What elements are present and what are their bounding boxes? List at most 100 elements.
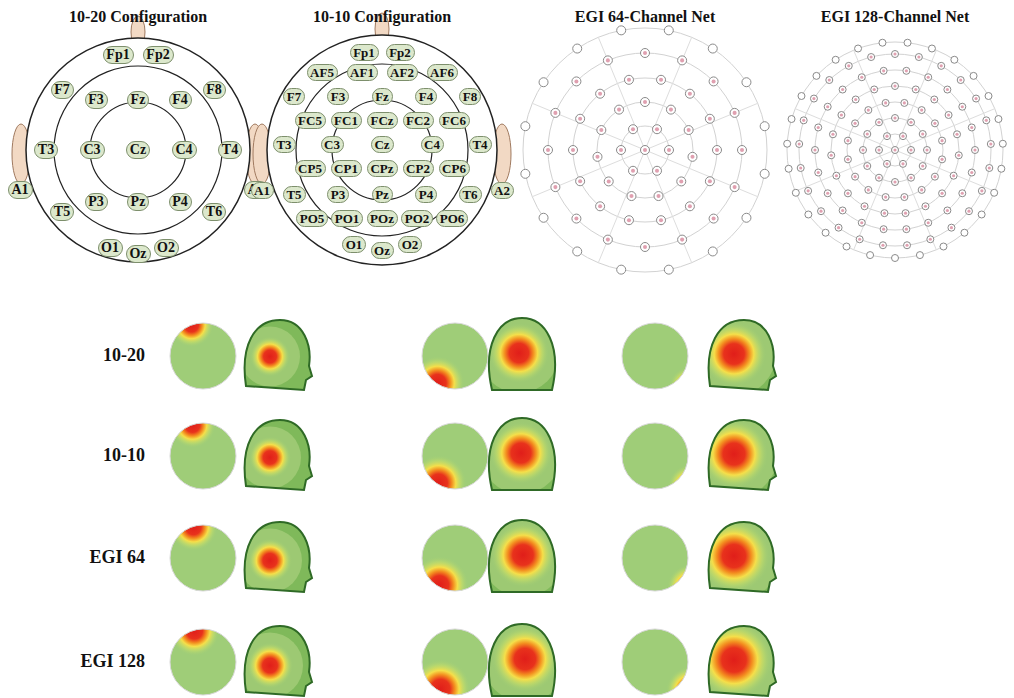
electrode: T6	[459, 186, 482, 203]
net-electrode	[918, 186, 925, 193]
net-electrode	[901, 194, 908, 201]
net-electrode	[665, 146, 674, 155]
halo	[237, 633, 303, 698]
heat-blob	[247, 643, 293, 689]
net-electrode	[892, 51, 899, 58]
net-electrode-core	[659, 218, 663, 222]
net-electrode	[521, 169, 530, 178]
net-electrode	[624, 216, 633, 225]
net-electrode	[629, 125, 638, 134]
map-rim	[422, 323, 488, 389]
electrode: C3	[80, 141, 105, 159]
net-electrode	[879, 39, 886, 46]
net-guide	[815, 70, 975, 230]
map-rim	[170, 525, 236, 591]
electrode: T3	[34, 141, 58, 159]
net-electrode-core	[970, 171, 973, 174]
electrode: A1	[8, 181, 33, 199]
electrode-label: T5	[286, 188, 301, 201]
net-electrode	[919, 131, 926, 138]
net-electrode-core	[885, 135, 888, 138]
net-electrode	[987, 140, 994, 147]
electrode: Oz	[126, 245, 151, 263]
net-electrode	[604, 177, 613, 186]
scalp-map	[622, 423, 688, 489]
net-electrode-core	[901, 135, 904, 138]
net-electrode	[844, 137, 851, 144]
net-electrode	[912, 86, 919, 93]
net-electrode-core	[941, 192, 944, 195]
heat-area	[411, 356, 465, 410]
heat-blob	[669, 367, 711, 409]
net-electrode	[939, 190, 946, 197]
net-electrode	[544, 146, 553, 155]
map-rim	[622, 525, 688, 591]
topo-map	[622, 323, 711, 409]
net-electrode	[931, 96, 938, 103]
net-electrode-core	[578, 117, 582, 121]
electrode: F7	[51, 81, 74, 99]
net-electrode-core	[893, 148, 896, 151]
electrode: F3	[85, 91, 108, 109]
net-electrode	[968, 169, 975, 176]
net-electrode	[705, 114, 714, 123]
heat-area	[482, 616, 568, 698]
electrode: PO6	[436, 210, 468, 227]
electrode: F8	[203, 81, 226, 99]
electrode-label: A2	[494, 184, 510, 197]
net-electrode	[684, 126, 693, 135]
net-guide	[523, 28, 767, 272]
net-electrode-core	[924, 205, 927, 208]
electrode: CP2	[403, 160, 434, 177]
electrode: T3	[273, 136, 296, 153]
net-electrode-core	[837, 226, 840, 229]
row-label: 10-10	[103, 446, 145, 466]
net-electrode-core	[929, 238, 932, 241]
electrode: O2	[154, 239, 179, 257]
row-label: 10-20	[103, 346, 145, 366]
net-electrode	[810, 95, 817, 102]
net-electrode	[876, 174, 883, 181]
electrode: AF5	[307, 64, 338, 81]
net-electrode-core	[914, 88, 917, 91]
net-electrode-core	[688, 204, 692, 208]
electrode-label: P4	[419, 188, 433, 201]
electrode: Fz	[372, 88, 393, 105]
electrode-net	[784, 39, 1007, 261]
net-electrode	[685, 202, 694, 211]
map-rim	[170, 323, 236, 389]
head-outline	[253, 13, 511, 265]
net-electrode	[730, 183, 739, 192]
net-electrode-core	[553, 185, 557, 189]
head-model	[239, 420, 312, 490]
net-electrode-core	[708, 179, 712, 183]
net-electrode	[858, 74, 865, 81]
heat-blob	[170, 606, 220, 656]
net-electrode-core	[656, 194, 660, 198]
net-electrode-core	[967, 210, 970, 213]
net-electrode	[730, 108, 739, 117]
electrode-label: T3	[38, 143, 54, 157]
electrode: CP1	[331, 160, 362, 177]
net-guide	[847, 102, 943, 198]
electrode: T4	[469, 136, 492, 153]
map-rim	[622, 629, 688, 695]
net-electrode-core	[817, 171, 820, 174]
electrode: Fz	[127, 91, 149, 109]
net-electrode-core	[904, 212, 907, 215]
net-electrode-core	[921, 164, 924, 167]
electrode-label: O2	[157, 241, 175, 255]
net-electrode-core	[861, 148, 864, 151]
net-electrode	[844, 190, 851, 197]
net-electrode	[572, 77, 581, 86]
electrode-label: O1	[346, 238, 363, 251]
topo-map	[170, 606, 237, 695]
panel-title: 10-10 Configuration	[313, 8, 451, 26]
electrode-label: F3	[331, 90, 345, 103]
heat-area	[411, 455, 467, 511]
net-electrode-core	[927, 221, 930, 224]
net-electrode-core	[860, 76, 863, 79]
net-electrode-core	[819, 210, 822, 213]
net-electrode-core	[903, 196, 906, 199]
net-electrode	[983, 117, 990, 124]
